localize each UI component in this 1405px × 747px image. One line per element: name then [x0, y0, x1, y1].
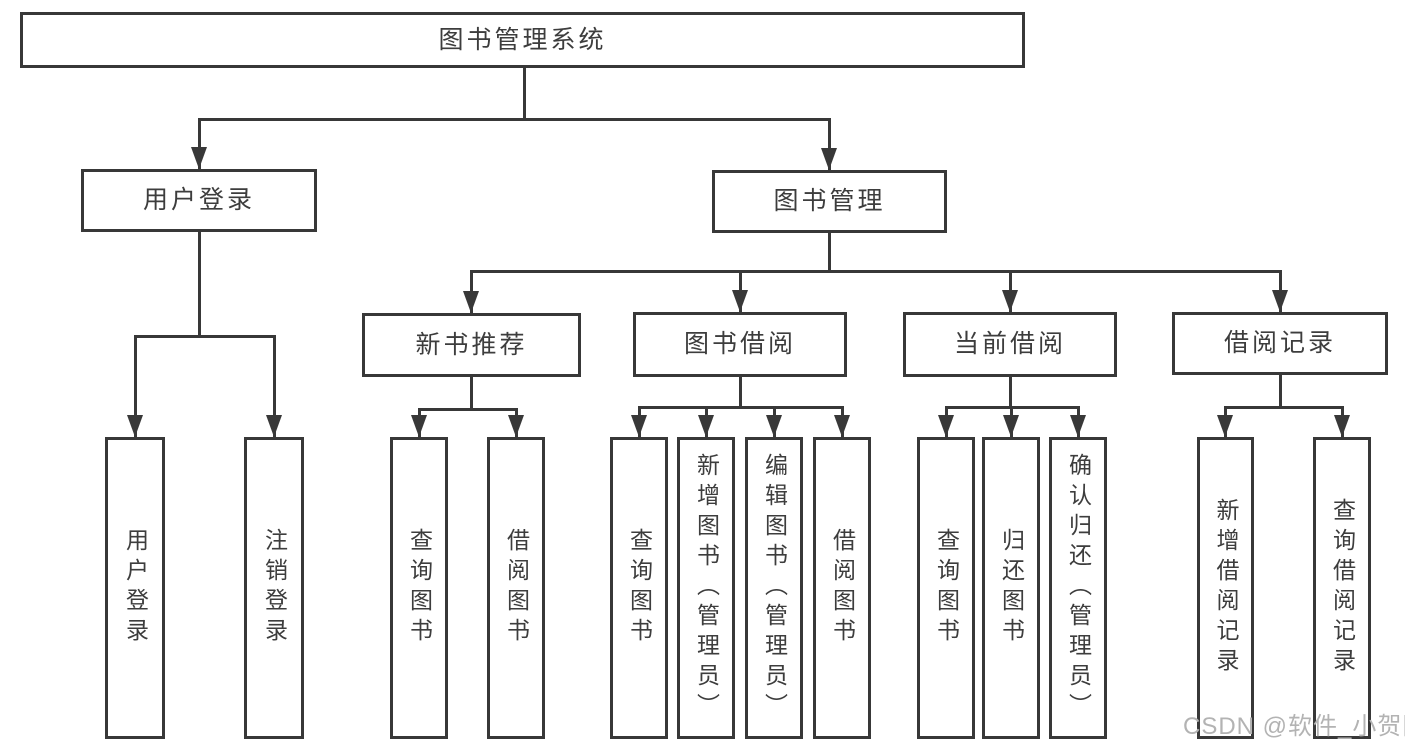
node-book-management: 图书管理 [712, 170, 947, 233]
arrow-down-icon [821, 148, 837, 170]
connector [273, 335, 276, 437]
node-new-book-recommend: 新书推荐 [362, 313, 581, 377]
watermark: CSDN @软件_小贺同学 [1183, 713, 1405, 740]
connector [523, 68, 526, 119]
arrow-down-icon [1217, 415, 1233, 437]
leaf-records-add-record: 新增借阅记录 [1197, 437, 1254, 739]
arrow-down-icon [266, 415, 282, 437]
connector [828, 118, 831, 170]
leaf-current-return-books: 归还图书 [982, 437, 1040, 739]
connector [638, 406, 844, 409]
node-root: 图书管理系统 [20, 12, 1025, 68]
leaf-borrow-borrow-books: 借阅图书 [813, 437, 871, 739]
node-user-login: 用户登录 [81, 169, 317, 232]
leaf-current-confirm-return-admin: 确认归还（管理员） [1049, 437, 1107, 739]
arrow-down-icon [127, 415, 143, 437]
arrow-down-icon [1070, 415, 1086, 437]
arrow-down-icon [938, 415, 954, 437]
leaf-current-query-books: 查询图书 [917, 437, 975, 739]
connector [1009, 377, 1012, 408]
arrow-down-icon [1003, 415, 1019, 437]
node-book-borrow: 图书借阅 [633, 312, 847, 377]
connector [828, 233, 831, 273]
connector [470, 377, 473, 410]
arrow-down-icon [732, 290, 748, 312]
leaf-logout: 注销登录 [244, 437, 304, 739]
leaf-borrow-query-books: 查询图书 [610, 437, 668, 739]
arrow-down-icon [698, 415, 714, 437]
connector [739, 377, 742, 408]
node-current-borrow: 当前借阅 [903, 312, 1117, 377]
arrow-down-icon [766, 415, 782, 437]
arrow-down-icon [1272, 290, 1288, 312]
connector [418, 408, 518, 411]
connector [198, 118, 831, 121]
arrow-down-icon [834, 415, 850, 437]
arrow-down-icon [1334, 415, 1350, 437]
connector [198, 232, 201, 336]
node-borrow-records: 借阅记录 [1172, 312, 1388, 375]
leaf-recommend-query-books: 查询图书 [390, 437, 448, 739]
connector [1224, 406, 1344, 409]
arrow-down-icon [191, 147, 207, 169]
connector [134, 335, 137, 437]
leaf-user-login: 用户登录 [105, 437, 165, 739]
arrow-down-icon [1002, 290, 1018, 312]
arrow-down-icon [411, 415, 427, 437]
leaf-borrow-add-books-admin: 新增图书（管理员） [677, 437, 735, 739]
arrow-down-icon [631, 415, 647, 437]
connector [470, 270, 1282, 273]
leaf-borrow-edit-books-admin: 编辑图书（管理员） [745, 437, 803, 739]
connector [198, 118, 201, 169]
arrow-down-icon [508, 415, 524, 437]
leaf-recommend-borrow-books: 借阅图书 [487, 437, 545, 739]
leaf-records-query-record: 查询借阅记录 [1313, 437, 1371, 739]
connector [134, 335, 276, 338]
arrow-down-icon [463, 291, 479, 313]
connector [1279, 375, 1282, 408]
